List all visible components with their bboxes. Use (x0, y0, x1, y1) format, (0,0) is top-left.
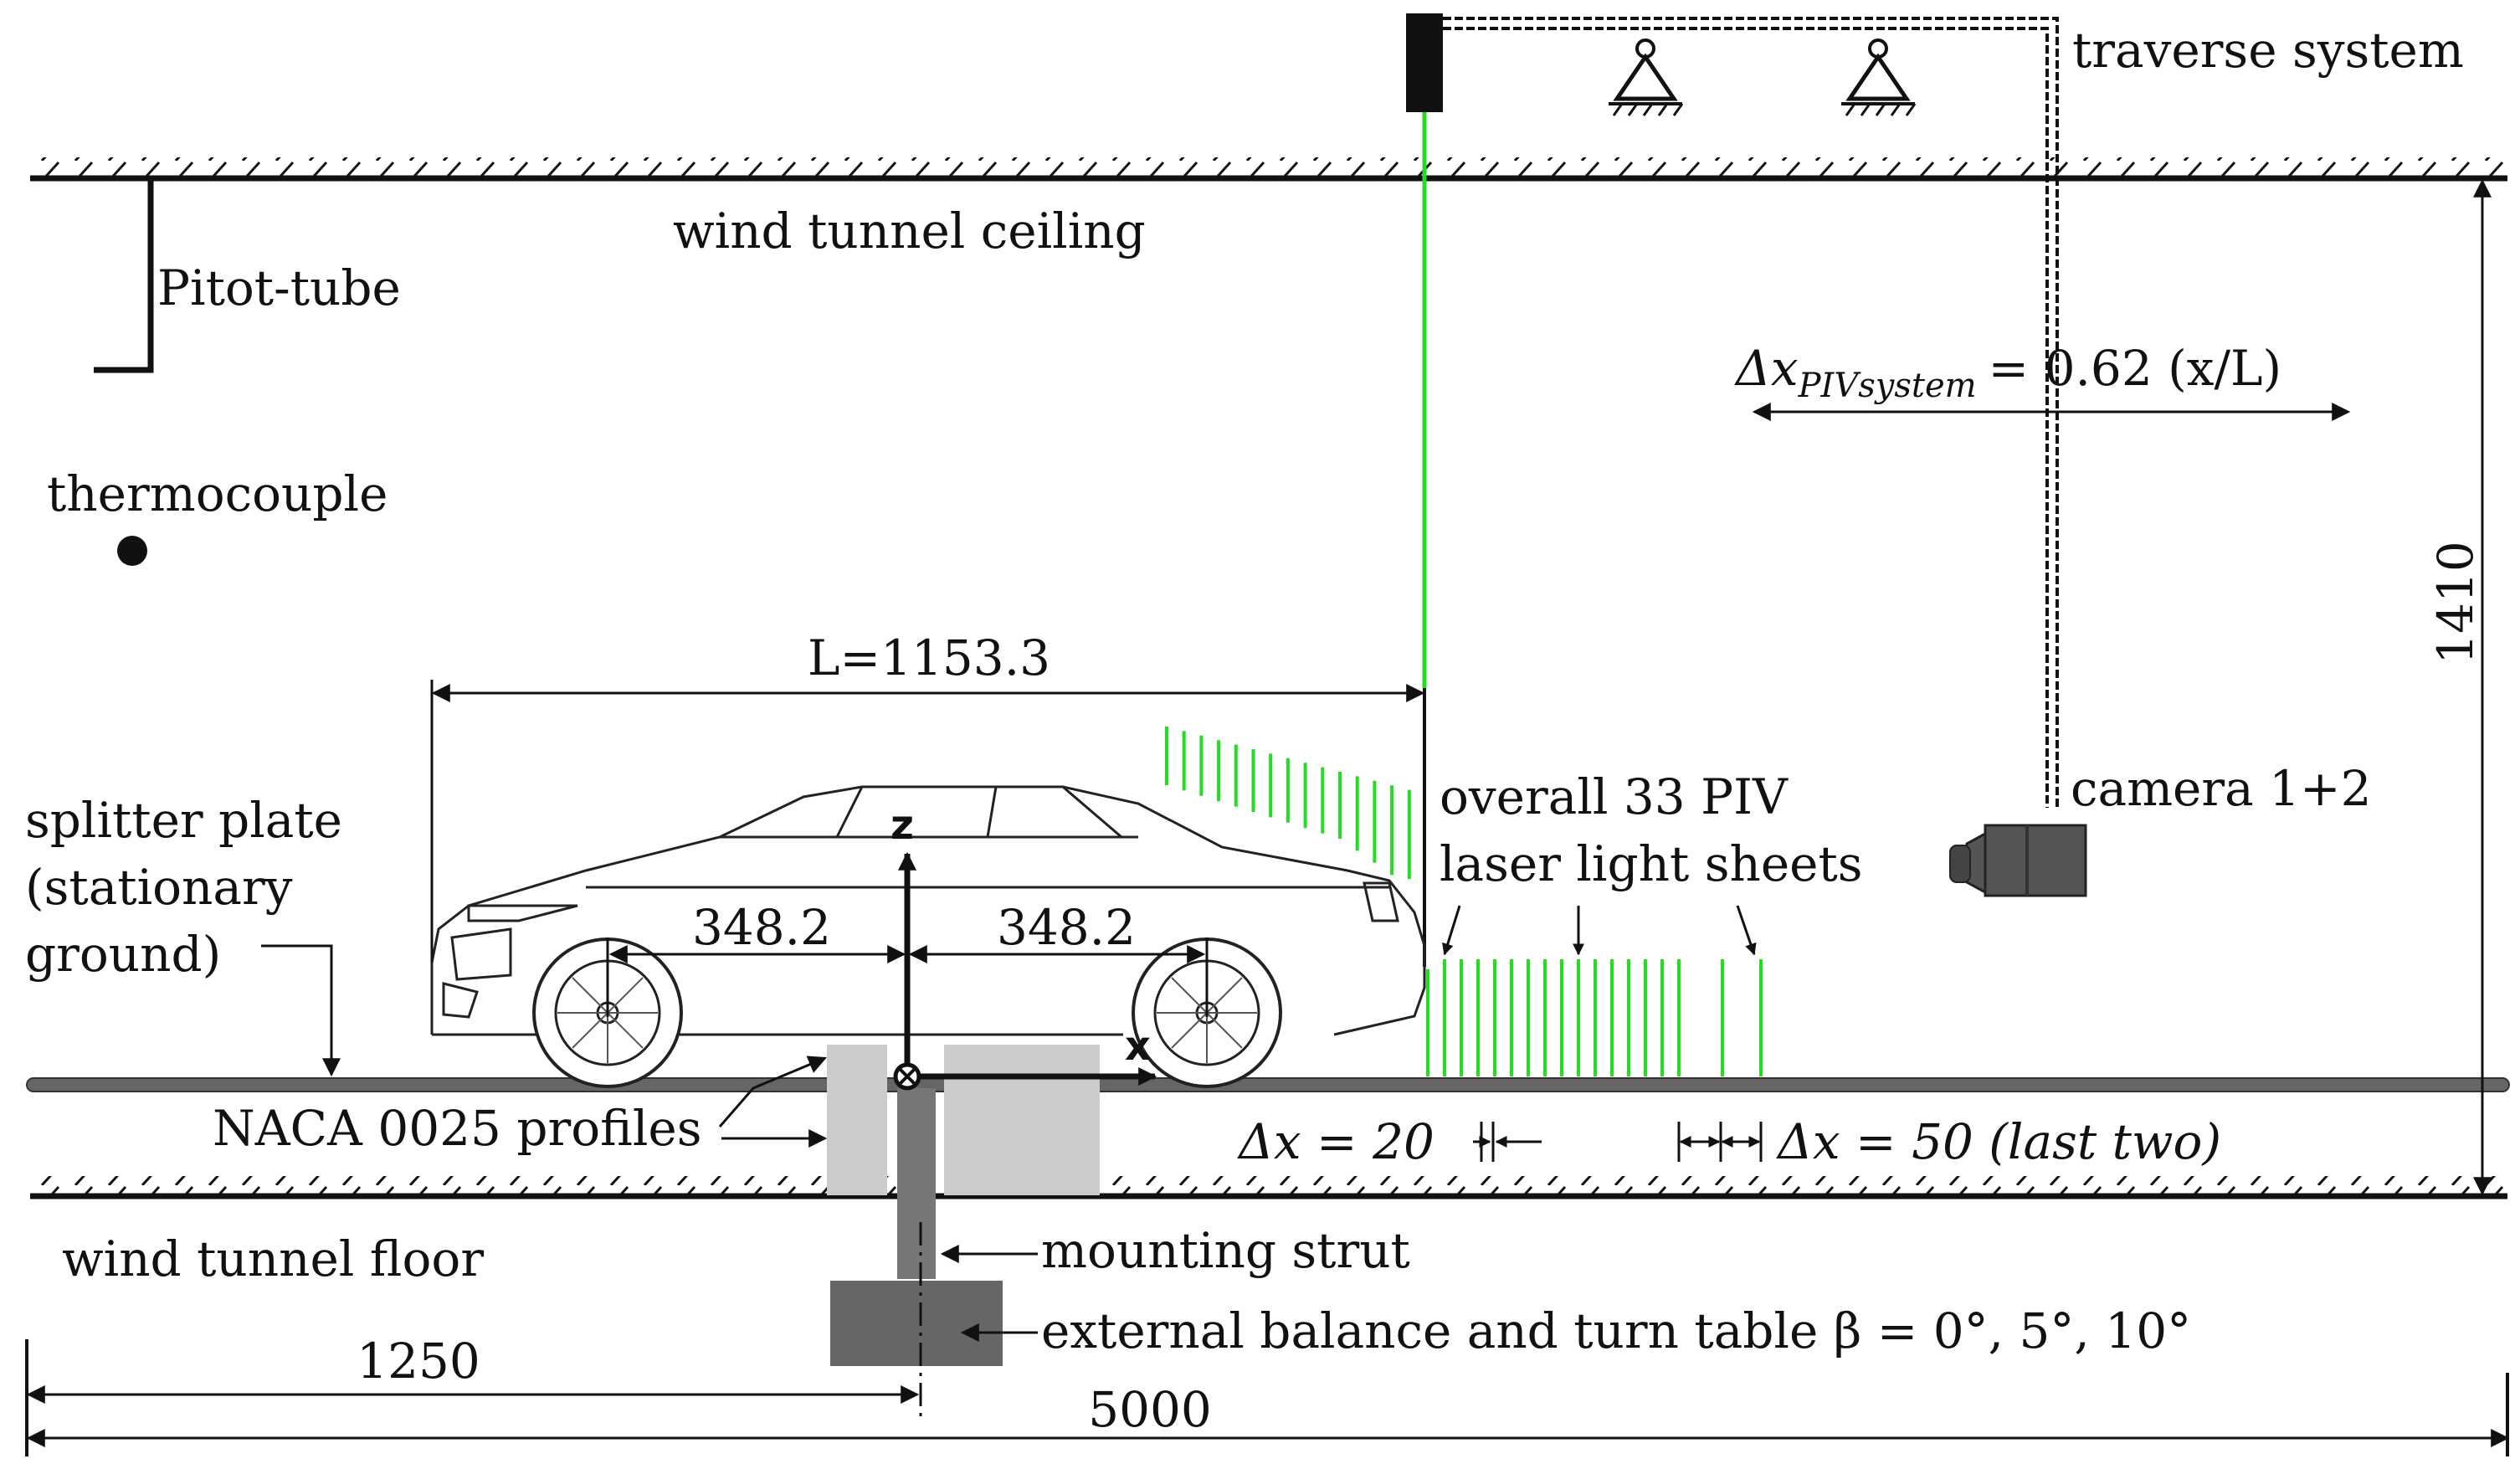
naca-profile-rear (944, 1045, 1100, 1195)
wheelbase-front-label: 348.2 (692, 899, 831, 956)
naca-profiles-label: NACA 0025 profiles (213, 1100, 701, 1157)
car-length-label: L=1153.3 (808, 629, 1050, 686)
traverse-system (1406, 13, 2059, 808)
camera-label: camera 1+2 (2071, 760, 2372, 817)
wind-tunnel-floor-label: wind tunnel floor (62, 1230, 484, 1287)
mounting-strut-label: mounting strut (1041, 1222, 1410, 1279)
delta-x-50-marks (1677, 1122, 1763, 1162)
traverse-support-1 (1609, 39, 1684, 116)
splitter-plate (26, 1077, 2510, 1092)
balance-label: external balance and turn table β = 0°, … (1041, 1302, 2191, 1359)
delta-x-piv-value: = 0.62 (x/L) (1989, 340, 2282, 397)
splitter-plate-label-2: (stationary (25, 859, 293, 916)
piv-leader-3 (1736, 905, 1757, 956)
coordinate-system (893, 851, 1157, 1091)
delta-x-20-marks (1473, 1122, 1542, 1162)
wind-tunnel-floor (30, 1176, 2507, 1199)
thermocouple-label: thermocouple (47, 465, 387, 522)
delta-x-50-label: Δx = 50 (last two) (1776, 1113, 2221, 1170)
x-axis-label: x (1125, 1023, 1151, 1070)
piv-sheets-label-2: laser light sheets (1440, 835, 1863, 892)
splitter-plate-leader (261, 944, 341, 1077)
dim-1250-label: 1250 (357, 1333, 480, 1390)
height-dim-label: 1410 (2427, 541, 2484, 665)
traverse-system-label: traverse system (2072, 22, 2464, 79)
delta-x-20-label: Δx = 20 (1237, 1113, 1435, 1170)
traverse-support-2 (1841, 39, 1917, 116)
wheelbase-rear-label: 348.2 (997, 899, 1136, 956)
piv-sheets-upper (1165, 727, 1411, 879)
thermocouple-dot (117, 536, 147, 566)
external-balance (830, 1281, 1003, 1366)
mounting-strut (897, 1088, 936, 1279)
car (430, 785, 1426, 1036)
wind-tunnel-ceiling-label: wind tunnel ceiling (673, 203, 1146, 259)
z-axis-label: z (890, 802, 914, 849)
splitter-plate-label-3: ground) (25, 926, 221, 983)
delta-x-piv-label: ΔxPIVsystem = 0.62 (x/L) (1734, 340, 2281, 405)
dim-5000-label: 5000 (1088, 1381, 1212, 1438)
piv-leader-1 (1442, 905, 1461, 956)
delta-x-piv-subscript: PIVsystem (1798, 367, 1977, 405)
splitter-plate-label-1: splitter plate (25, 792, 342, 849)
naca-profile-front (827, 1045, 887, 1195)
naca-leader-1 (718, 1056, 828, 1128)
piv-sheets-label-1: overall 33 PIV (1440, 768, 1789, 825)
pitot-tube-label: Pitot-tube (157, 259, 401, 316)
camera (1949, 824, 2087, 897)
wind-tunnel-ceiling (30, 157, 2507, 182)
delta-x-piv-symbol: Δx (1734, 340, 1799, 397)
pitot-tube (94, 178, 154, 373)
piv-sheets-wake (1426, 959, 1763, 1076)
